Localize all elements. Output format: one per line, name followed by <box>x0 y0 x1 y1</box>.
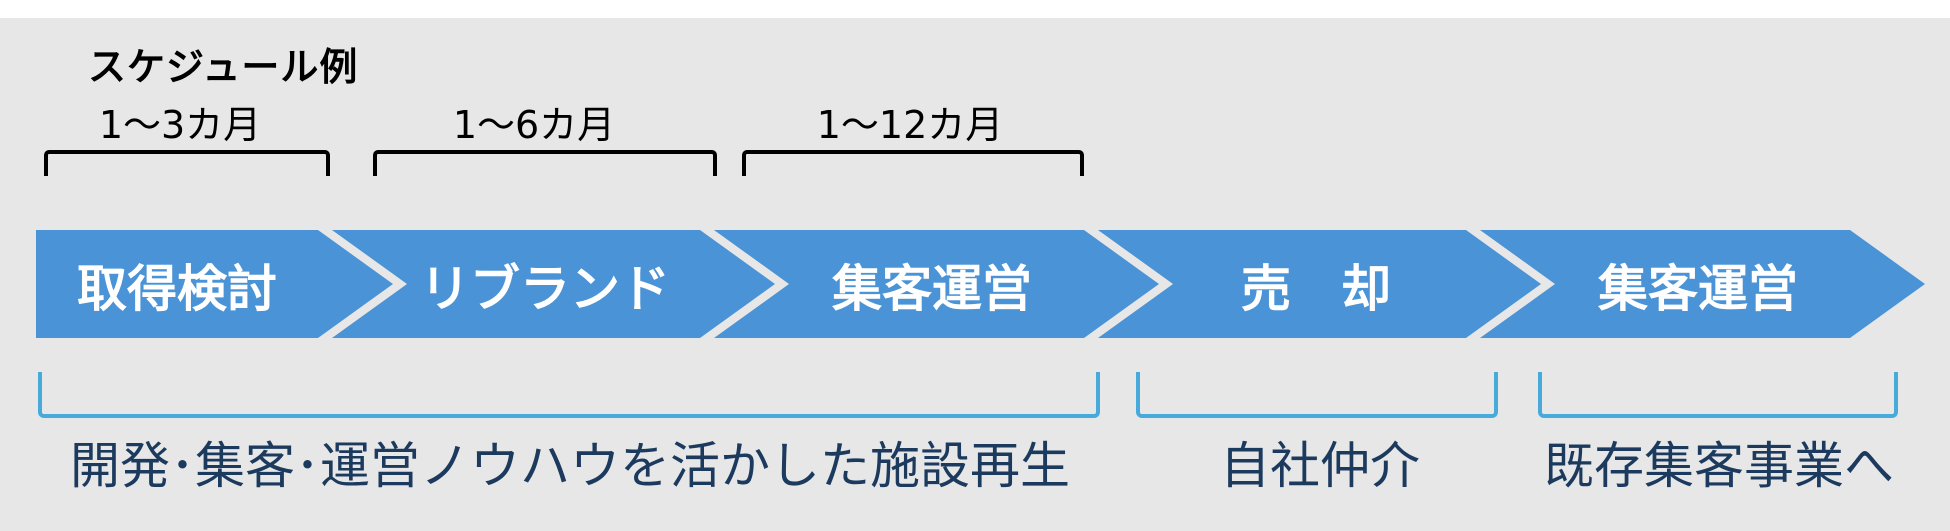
step-label-1: 取得検討 <box>77 260 277 318</box>
diagram-canvas: スケジュール例 1～3カ月 1～6カ月 1～12カ月 取得検討 リブランド 集客… <box>0 18 1950 531</box>
chevron-step-1 <box>36 230 393 338</box>
duration-label-3: 1～12カ月 <box>816 103 1004 147</box>
step-label-2: リブランド <box>420 260 670 318</box>
duration-bracket-3 <box>742 150 1084 176</box>
duration-label-1: 1～3カ月 <box>98 103 262 147</box>
outcome-bracket-2 <box>1136 372 1498 418</box>
duration-label-2: 1～6カ月 <box>452 103 616 147</box>
duration-bracket-2 <box>373 150 717 176</box>
step-label-5: 集客運営 <box>1598 260 1798 318</box>
process-flow <box>36 230 1925 338</box>
chevron-step-3 <box>714 230 1159 338</box>
chevron-step-5 <box>1480 230 1925 338</box>
outcome-bracket-1 <box>38 372 1100 418</box>
schedule-title: スケジュール例 <box>88 45 359 89</box>
outcome-bracket-3 <box>1538 372 1898 418</box>
outcome-label-2: 自社仲介 <box>1220 437 1420 495</box>
step-label-4: 売 却 <box>1241 260 1391 318</box>
duration-bracket-1 <box>44 150 330 176</box>
outcome-label-1: 開発･集客･運営ノウハウを活かした施設再生 <box>70 437 1070 495</box>
chevron-step-4 <box>1098 230 1541 338</box>
chevron-step-2 <box>332 230 775 338</box>
outcome-label-3: 既存集客事業へ <box>1544 437 1894 495</box>
step-label-3: 集客運営 <box>832 260 1032 318</box>
